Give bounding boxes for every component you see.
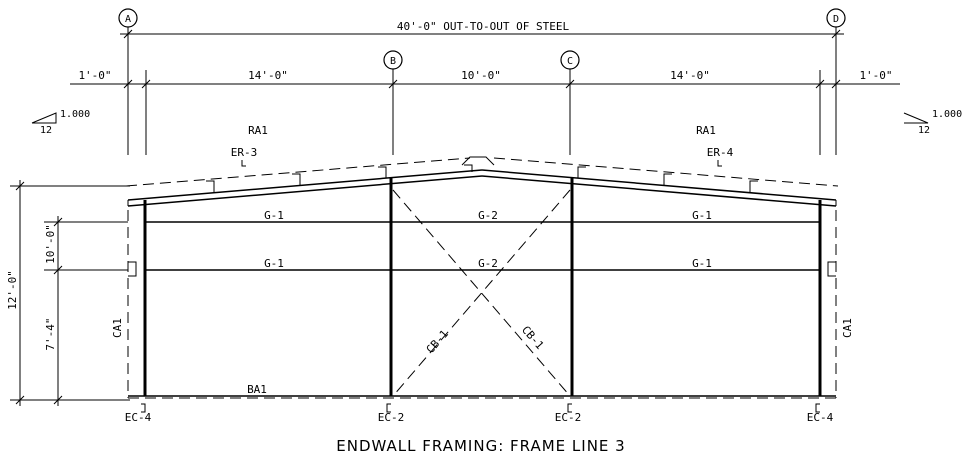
overall-dimension-label: 40'-0" OUT-TO-OUT OF STEEL xyxy=(397,20,570,33)
grid-line-d: D xyxy=(826,8,846,155)
roof-sheeting-line xyxy=(125,156,839,187)
right-rafter-mark: ER-4 xyxy=(707,146,734,159)
grid-label-b: B xyxy=(390,56,396,67)
girt-upper-3: G-1 xyxy=(692,209,712,222)
bracing-label-left: CB-1 xyxy=(424,327,451,356)
grid-line-b: B xyxy=(383,50,403,155)
bay-dimension-string: 1'-0" 14'-0" 10'-0" 14'-0" 1'-0" xyxy=(70,69,900,155)
bay-2-dimension: 10'-0" xyxy=(461,69,501,82)
bay-3-dimension: 14'-0" xyxy=(670,69,710,82)
corner-angle-left: CA1 xyxy=(111,318,124,338)
girt-upper-2: G-2 xyxy=(478,209,498,222)
column-mark-1: EC-4 xyxy=(125,411,152,424)
girt-lower-3: G-1 xyxy=(692,257,712,270)
left-rafter-mark: ER-3 xyxy=(231,146,258,159)
column-mark-4: EC-4 xyxy=(807,411,834,424)
purlin-clips xyxy=(206,164,758,192)
girt-upper-1: G-1 xyxy=(264,209,284,222)
grid-line-a: A xyxy=(118,8,138,155)
rafters xyxy=(127,169,837,207)
column-marks: EC-4 EC-2 EC-2 EC-4 xyxy=(125,403,834,424)
left-slope-run: 12 xyxy=(40,125,52,136)
vertical-dimensions: 12'-0" 10'-0" 7'-4" xyxy=(6,180,130,406)
endwall-columns xyxy=(143,178,822,396)
girt-lower-2: G-2 xyxy=(478,257,498,270)
right-offset-dimension: 1'-0" xyxy=(859,69,892,82)
column-mark-2: EC-2 xyxy=(378,411,405,424)
left-offset-dimension: 1'-0" xyxy=(78,69,111,82)
left-slope-indicator: 1.000 12 xyxy=(31,109,90,136)
grid-label-c: C xyxy=(567,56,573,67)
left-rafter-label: RA1 xyxy=(248,124,268,137)
drawing-title: ENDWALL FRAMING: FRAME LINE 3 xyxy=(336,437,625,455)
grid-label-a: A xyxy=(125,14,131,25)
left-slope-rise: 1.000 xyxy=(60,109,90,120)
lower-girt-spacing-dimension: 7'-4" xyxy=(44,317,57,350)
grid-label-d: D xyxy=(833,14,839,25)
base-angle-label: BA1 xyxy=(247,383,267,396)
corner-angle-right: CA1 xyxy=(841,318,854,338)
wall-outline xyxy=(127,210,837,399)
bracing-label-right: CB-1 xyxy=(519,323,546,352)
right-rafter-label: RA1 xyxy=(696,124,716,137)
bay-1-dimension: 14'-0" xyxy=(248,69,288,82)
column-mark-3: EC-2 xyxy=(555,411,582,424)
eave-height-dimension: 12'-0" xyxy=(6,270,19,310)
right-slope-indicator: 1.000 12 xyxy=(903,109,962,136)
girts: G-1 G-2 G-1 G-1 G-2 G-1 xyxy=(128,209,836,277)
right-slope-rise: 1.000 xyxy=(932,109,962,120)
overall-dimension: 40'-0" OUT-TO-OUT OF STEEL xyxy=(120,20,844,39)
girt-lower-1: G-1 xyxy=(264,257,284,270)
upper-girt-spacing-dimension: 10'-0" xyxy=(44,224,57,264)
grid-line-c: C xyxy=(560,50,580,155)
right-slope-run: 12 xyxy=(918,125,930,136)
